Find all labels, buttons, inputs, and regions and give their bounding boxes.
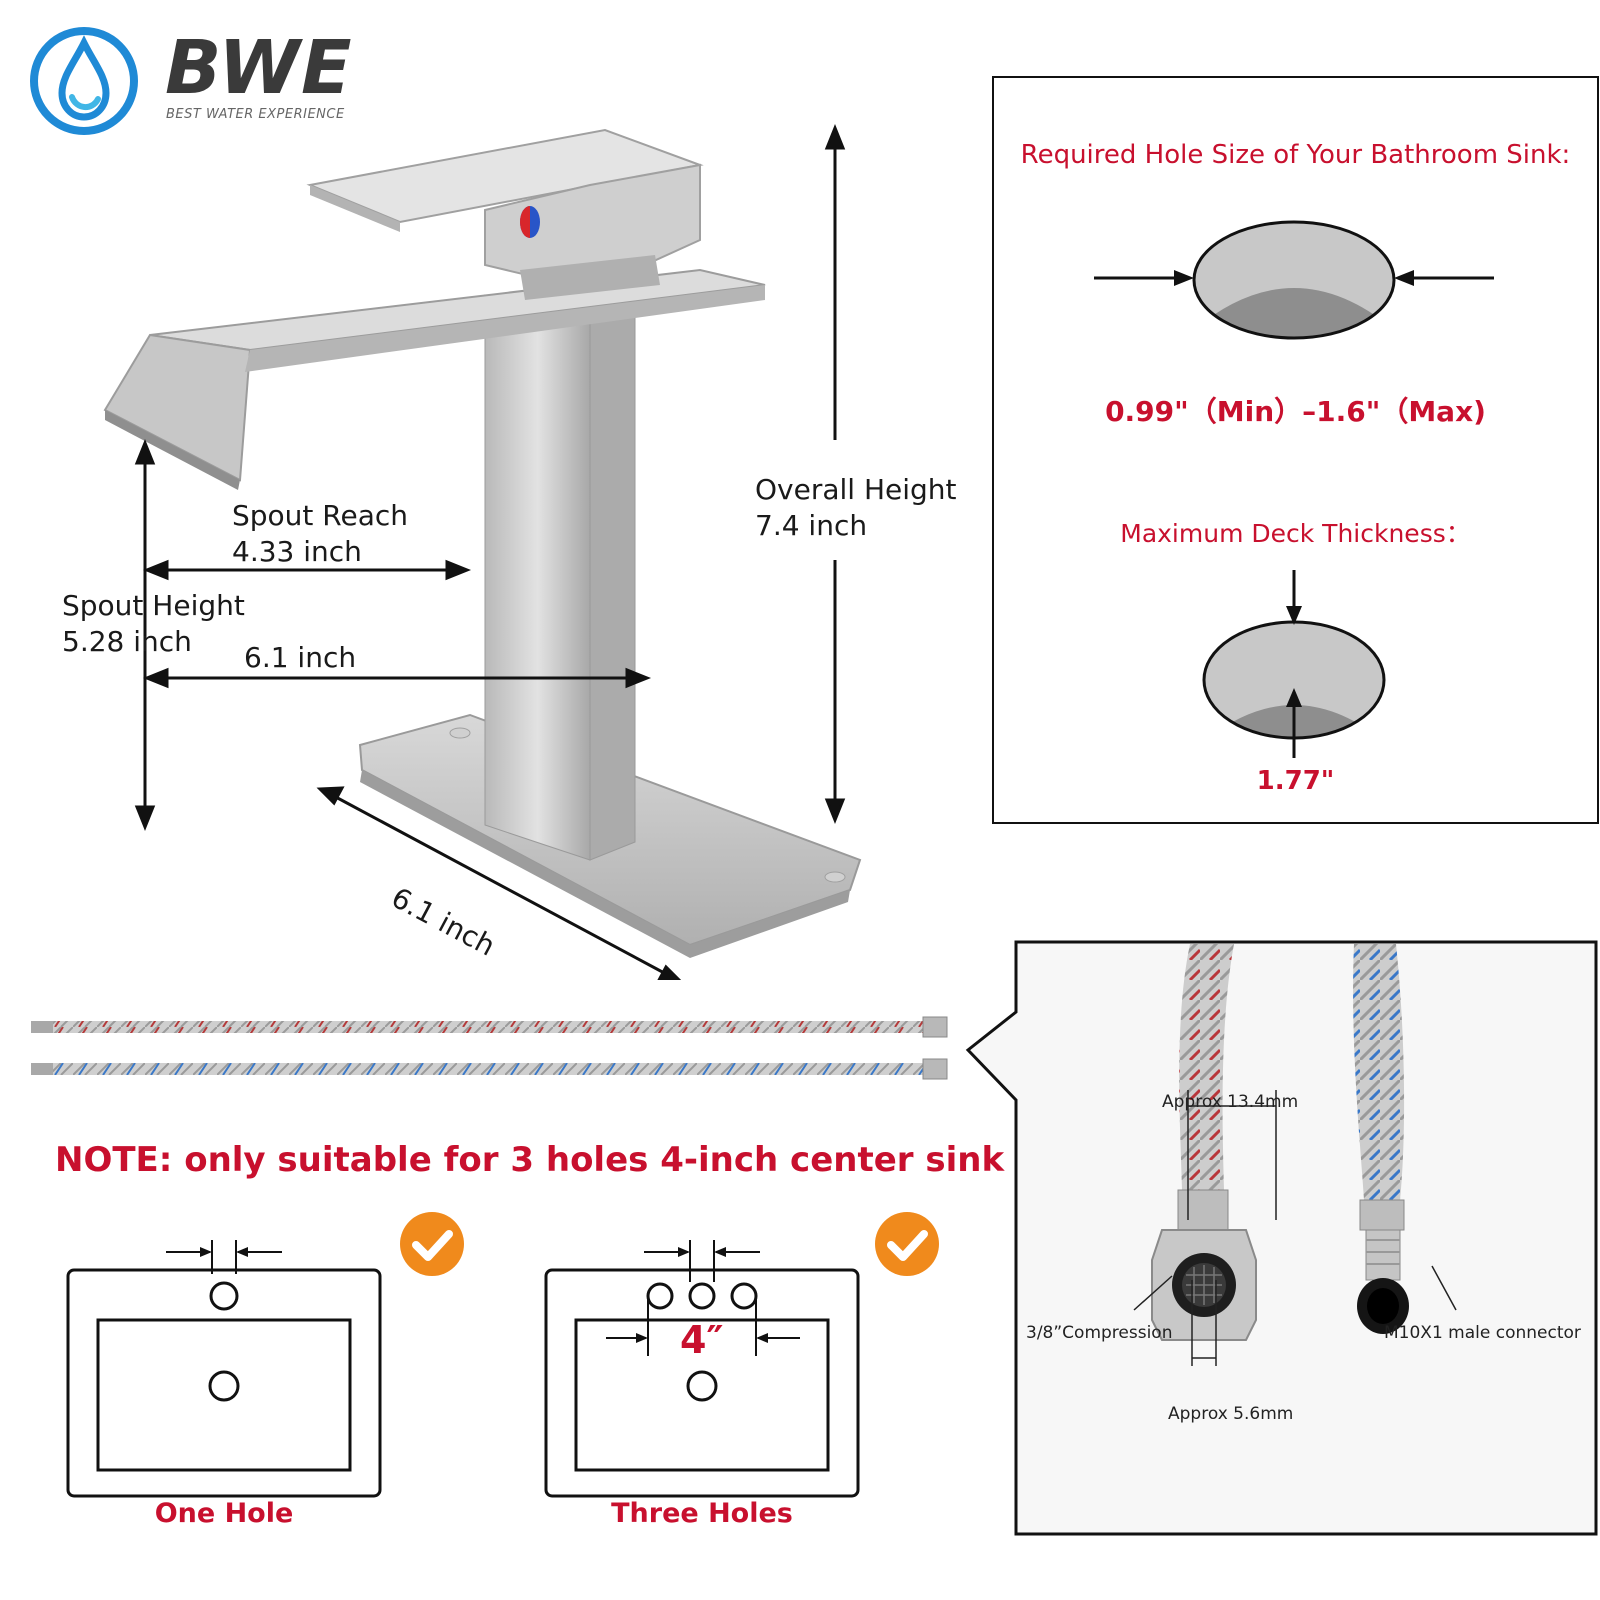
male-connector-spec: M10X1 male connector — [1384, 1323, 1581, 1343]
approx-inner-diameter: Approx 5.6mm — [1168, 1404, 1294, 1424]
supply-hoses — [31, 1016, 948, 1080]
deck-diagram-icon — [1202, 570, 1386, 758]
hole-size-panel: Required Hole Size of Your Bathroom Sink… — [992, 76, 1599, 474]
faucet-body — [484, 294, 636, 861]
one-hole-label: One Hole — [154, 1498, 294, 1529]
spout-height-value: 5.28 inch — [62, 625, 192, 658]
waterfall-spout — [103, 268, 766, 490]
hole-size-title: Required Hole Size of Your Bathroom Sink… — [1020, 140, 1571, 170]
overall-height-label: Overall Height — [755, 473, 957, 506]
compression-size: 3/8”Compression — [1026, 1323, 1173, 1343]
hose-detail-callout — [965, 940, 1598, 1536]
deck-thickness-title: Maximum Deck Thickness： — [1120, 519, 1471, 548]
checkmark-icon — [875, 1212, 939, 1276]
hot-supply-hose — [31, 1016, 948, 1038]
hole-spacing-label: 4″ — [680, 1318, 724, 1362]
sink-diagrams — [66, 1240, 860, 1498]
brand-tagline: BEST WATER EXPERIENCE — [166, 107, 345, 122]
hole-diagram-icon — [1094, 220, 1494, 340]
three-holes-label: Three Holes — [611, 1498, 793, 1529]
faucet-handle — [306, 128, 704, 300]
sink-compatibility-note: NOTE: only suitable for 3 holes 4-inch c… — [55, 1140, 1005, 1180]
measurement-lines — [1133, 1090, 1457, 1366]
checkmark-icon — [400, 1212, 464, 1276]
spout-height-label: Spout Height — [62, 589, 245, 622]
faucet-illustration — [103, 123, 862, 980]
spout-reach-value: 4.33 inch — [232, 535, 362, 568]
hot-hose-closeup — [1151, 944, 1257, 1341]
base-width-value: 6.1 inch — [244, 641, 357, 674]
cold-supply-hose — [31, 1058, 948, 1080]
overall-height-value: 7.4 inch — [755, 509, 868, 542]
one-hole-sink-diagram — [66, 1240, 382, 1498]
cold-hose-closeup — [1353, 944, 1409, 1334]
dimension-arrows — [134, 123, 846, 980]
water-drop-logo-icon — [30, 27, 138, 135]
spout-reach-label: Spout Reach — [232, 499, 409, 532]
hole-size-range: 0.99"（Min）–1.6"（Max) — [1105, 395, 1486, 428]
deck-thickness-value: 1.77" — [1256, 766, 1335, 796]
three-hole-sink-diagram — [544, 1240, 860, 1498]
approx-outer-diameter: Approx 13.4mm — [1162, 1092, 1299, 1112]
deck-thickness-panel: Maximum Deck Thickness： 1.77" — [992, 470, 1599, 824]
brand-name: BWE — [165, 25, 353, 111]
